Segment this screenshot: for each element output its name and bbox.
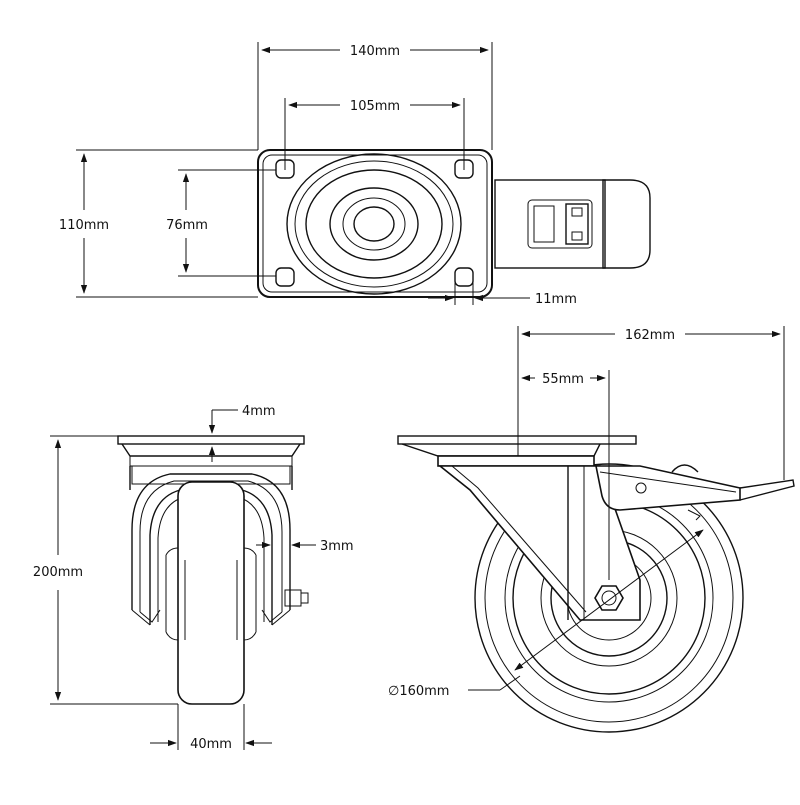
mounting-plate [257, 149, 493, 298]
dim-plate-thickness: 4mm [242, 404, 276, 419]
dim-fork-thickness: 3mm [320, 539, 354, 554]
dim-wheel-width: 40mm [190, 737, 232, 752]
dim-offset: 55mm [542, 372, 584, 387]
dim-4: 4mm [208, 404, 276, 462]
dim-76: 76mm [166, 169, 276, 277]
swivel-rings [286, 153, 462, 295]
dim-bolt-hole: 11mm [535, 292, 577, 307]
dim-40: 40mm [150, 704, 272, 752]
side-view: ∅160mm 162mm 55mm [388, 326, 795, 733]
side-plate [397, 435, 637, 445]
dim-162: 162mm [517, 326, 785, 480]
brake-lever [595, 464, 795, 521]
dim-wheel-diameter: ∅160mm [388, 684, 449, 699]
dim-hole-spacing-y: 76mm [166, 218, 208, 233]
dim-200: 200mm [33, 435, 178, 705]
dim-swivel-radius: 162mm [625, 328, 675, 343]
dim-plate-length: 110mm [59, 218, 109, 233]
wheel-front [177, 481, 245, 705]
dim-3: 3mm [256, 539, 354, 554]
top-view: 140mm 105mm 110mm 76mm [59, 42, 651, 307]
brake-pedal-top [494, 179, 651, 269]
dim-110: 110mm [59, 149, 258, 298]
front-plate [117, 435, 305, 445]
dim-hole-spacing-x: 105mm [350, 99, 400, 114]
dim-105: 105mm [284, 98, 465, 170]
dim-plate-width: 140mm [350, 44, 400, 59]
dim-11: 11mm [428, 278, 577, 307]
front-view: 4mm 200mm 3mm 40mm [33, 404, 354, 752]
dim-overall-height: 200mm [33, 565, 83, 580]
axle-nut [594, 585, 624, 611]
dim-55: 55mm [521, 370, 610, 580]
dim-140: 140mm [257, 42, 493, 150]
